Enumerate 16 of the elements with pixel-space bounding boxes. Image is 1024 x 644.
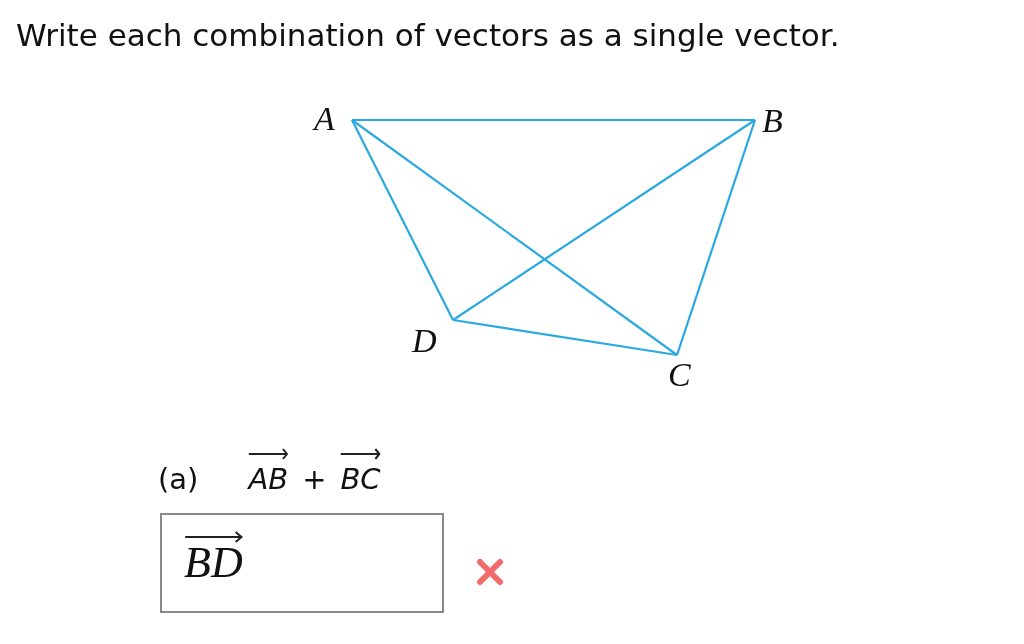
instruction-text: Write each combination of vectors as a single vector. (16, 16, 840, 55)
vertex-label: C (668, 358, 691, 392)
line-segment (452, 119, 756, 321)
vector-name: BC (340, 462, 381, 496)
line-segment (351, 119, 678, 356)
line-segment (675, 119, 757, 356)
vertex-label: A (314, 102, 335, 136)
line-segment (352, 118, 755, 122)
line-segment (351, 119, 454, 321)
vector-name: AB (248, 462, 289, 496)
line-segment (452, 318, 678, 357)
plus-sign: + (302, 461, 327, 498)
vector-name: BD (184, 538, 243, 587)
part-label: (a) (158, 461, 199, 498)
vertex-label: B (762, 104, 783, 138)
vertex-label: D (412, 324, 437, 358)
